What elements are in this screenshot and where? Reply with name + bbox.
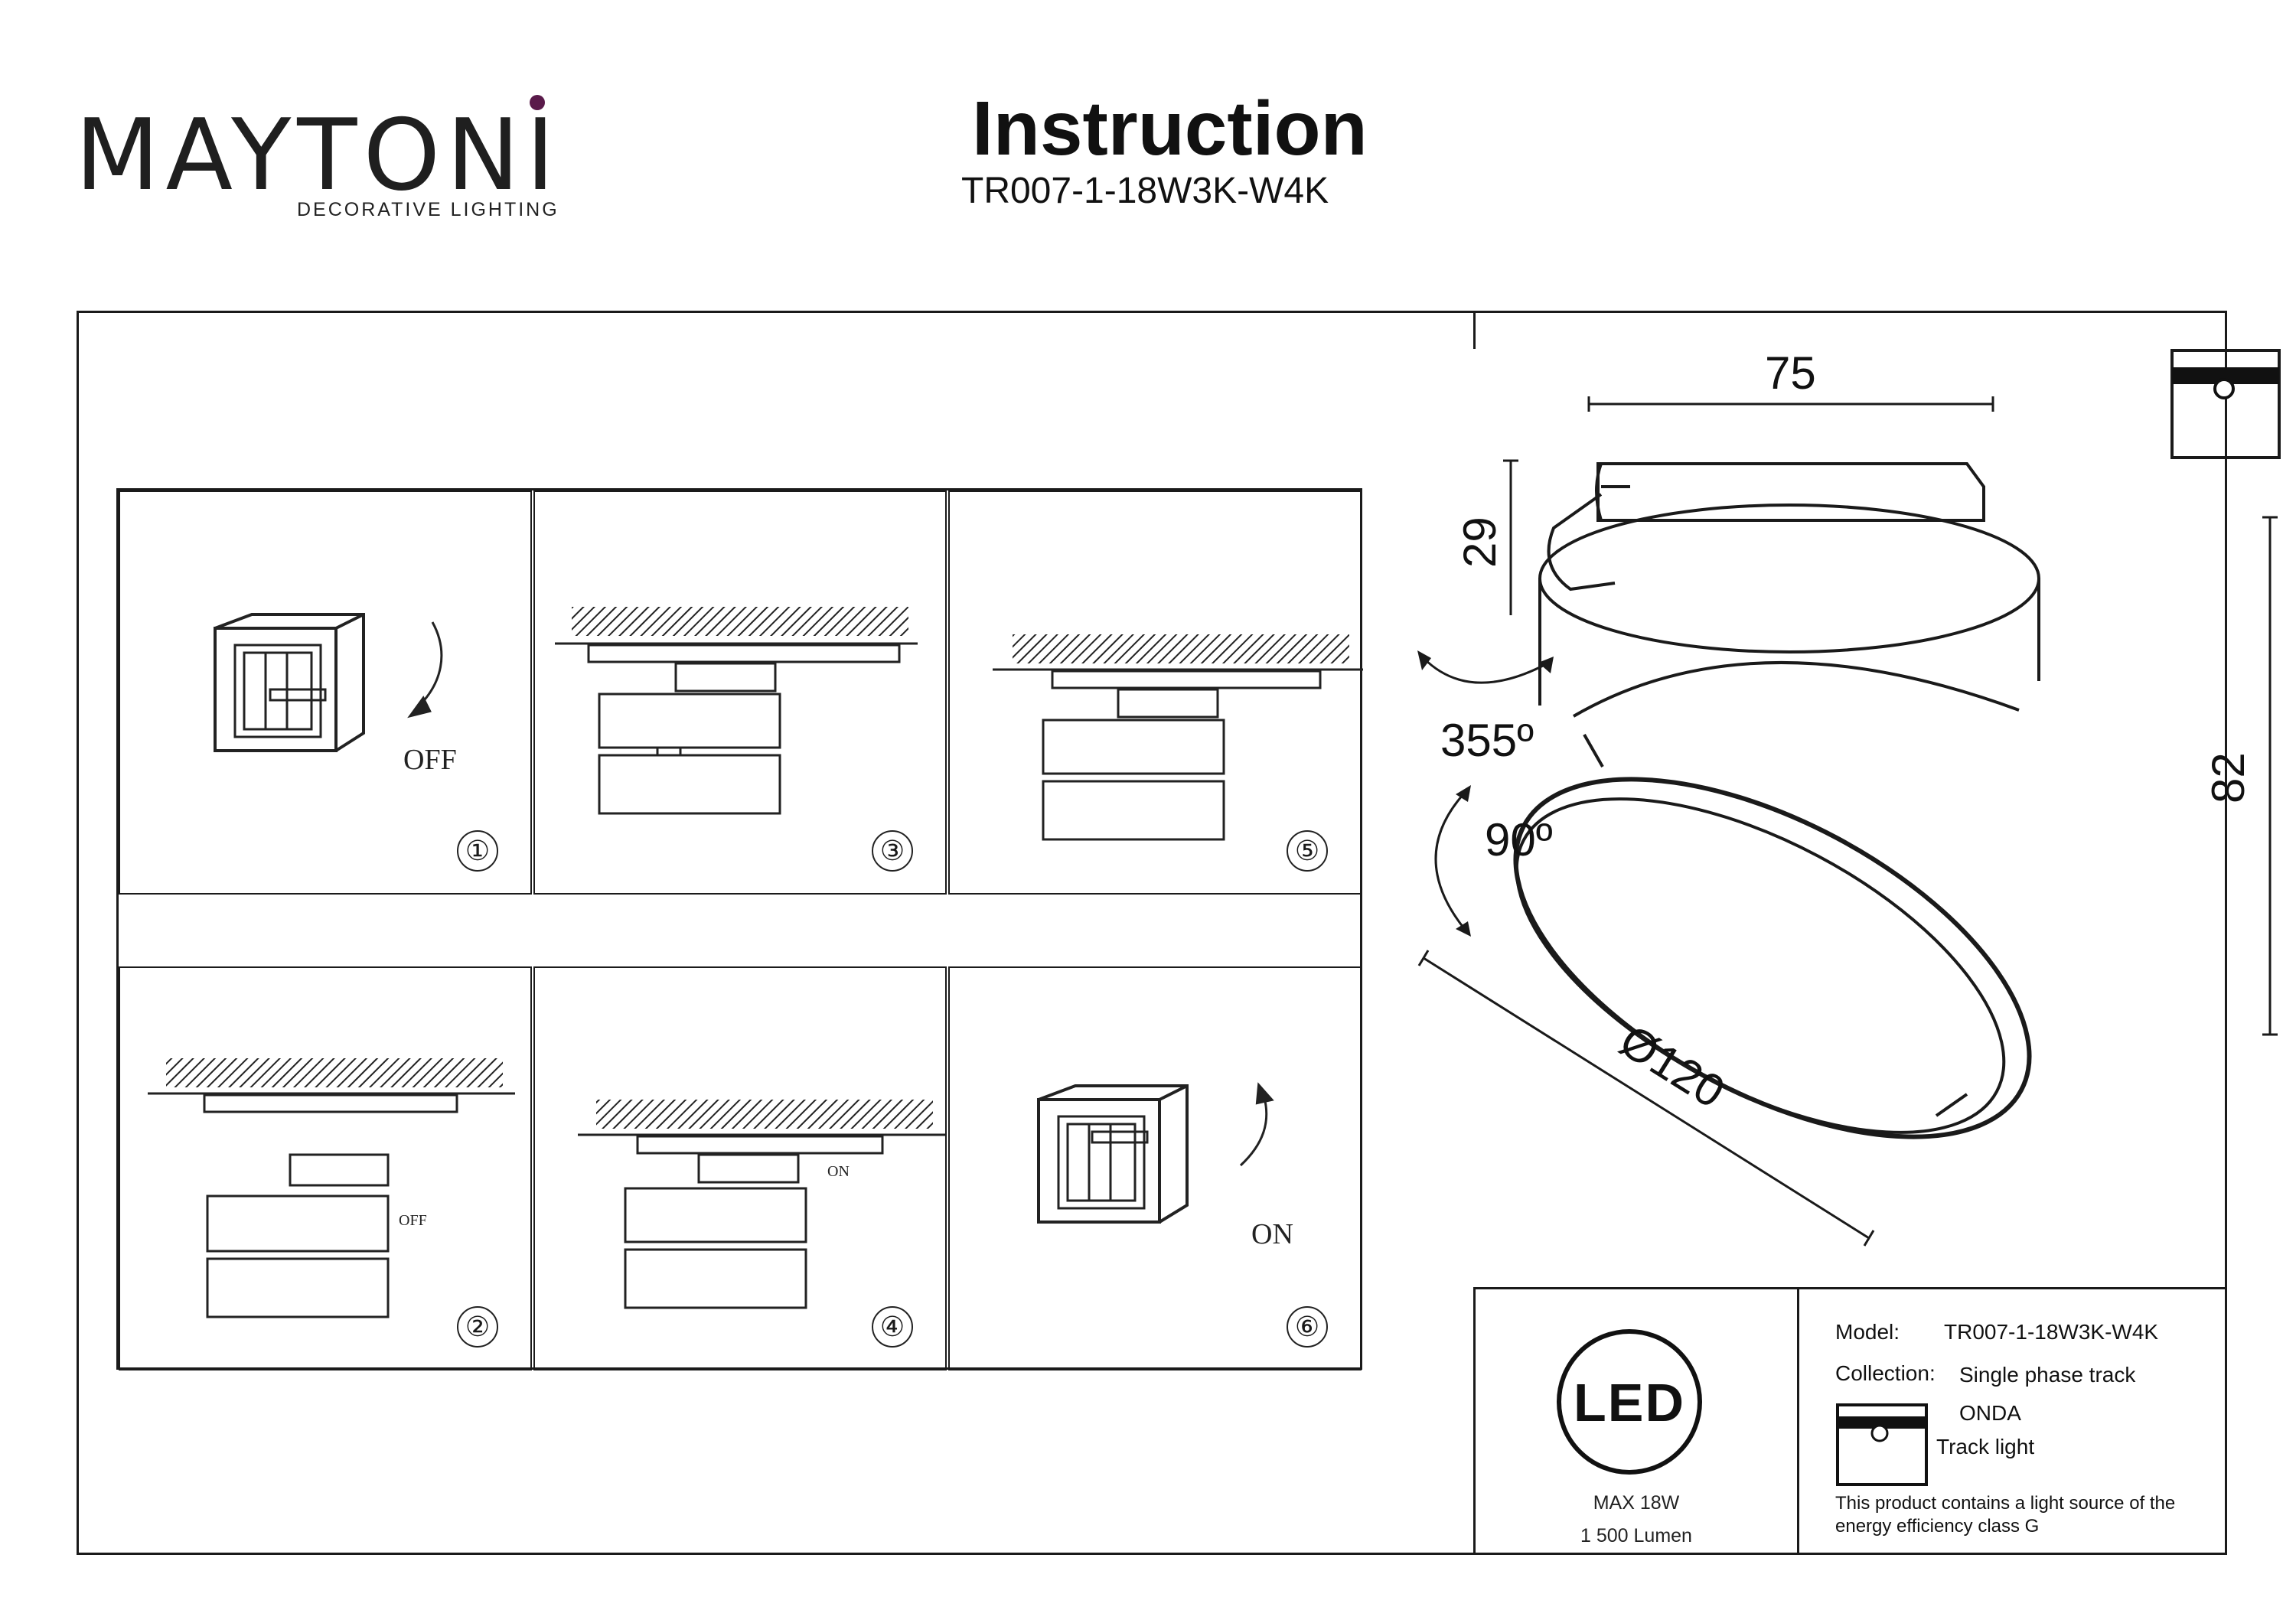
led-badge-icon: LED	[1557, 1329, 1702, 1475]
frame-divider	[1473, 311, 1476, 349]
led-label: LED	[1574, 1373, 1685, 1432]
dim-diameter: Ø120	[1611, 1015, 1733, 1118]
product-type: Track light	[1936, 1435, 2035, 1458]
step-2-panel: OFF ②	[119, 966, 532, 1370]
spec-power: MAX 18W	[1593, 1492, 1680, 1514]
dim-tilt: 90º	[1485, 814, 1553, 865]
step-6-number: ⑥	[1287, 1306, 1328, 1348]
step-2-label: OFF	[399, 1212, 427, 1229]
page-title: Instruction	[972, 86, 1368, 171]
logo-dot-icon	[530, 95, 545, 110]
step-3-number: ③	[872, 830, 913, 872]
track-install-illustration: ON	[578, 1100, 945, 1309]
step-6-panel: ON ⑥	[948, 966, 1362, 1370]
spec-lumen: 1 500 Lumen	[1580, 1525, 1692, 1546]
step-4-label: ON	[827, 1163, 850, 1180]
page-subtitle-model: TR007-1-18W3K-W4K	[961, 171, 1329, 211]
brand-logo: MAYTONI	[75, 99, 561, 213]
collection-label: Collection:	[1835, 1361, 1936, 1385]
track-install-illustration: OFF	[148, 1058, 515, 1318]
dim-width: 75	[1765, 347, 1816, 399]
track-type-icon	[1836, 1403, 1928, 1486]
step-5-number: ⑤	[1287, 830, 1328, 872]
dim-total-height: 82	[2203, 752, 2254, 803]
track-type-icon	[2170, 349, 2281, 459]
dim-rotate-horizontal: 355º	[1440, 715, 1534, 766]
main-frame	[77, 311, 2227, 1555]
switch-box-icon: ON	[1037, 1082, 1293, 1250]
info-divider	[1797, 1289, 1799, 1555]
step-3-panel: ③	[533, 490, 947, 895]
energy-note: This product contains a light source of …	[1835, 1493, 2176, 1537]
switch-box-icon: OFF	[214, 613, 457, 776]
model-label: Model:	[1835, 1320, 1900, 1344]
steps-grid: OFF ① ③	[116, 488, 1363, 1370]
collection-name: ONDA	[1959, 1401, 2021, 1425]
step-5-panel: ⑤	[948, 490, 1363, 895]
collection-value: Single phase track	[1959, 1363, 2136, 1387]
track-install-illustration	[993, 634, 1363, 841]
step-4-panel: ON ④	[533, 966, 947, 1370]
step-1-number: ①	[457, 830, 498, 872]
step-2-number: ②	[457, 1306, 498, 1348]
track-install-illustration	[555, 607, 918, 815]
model-value: TR007-1-18W3K-W4K	[1944, 1320, 2159, 1344]
step-4-number: ④	[872, 1306, 913, 1348]
dim-mount-height: 29	[1454, 517, 1505, 568]
step-6-label: ON	[1251, 1218, 1293, 1250]
step-1-label: OFF	[403, 744, 457, 776]
info-table: LED MAX 18W 1 500 Lumen Model: TR007-1-1…	[1473, 1287, 2227, 1555]
product-dimension-drawing: 75 29 82 355º 90º Ø120	[1417, 347, 2278, 1247]
step-1-panel: OFF ①	[119, 490, 532, 895]
brand-tagline: DECORATIVE LIGHTING	[297, 199, 559, 220]
